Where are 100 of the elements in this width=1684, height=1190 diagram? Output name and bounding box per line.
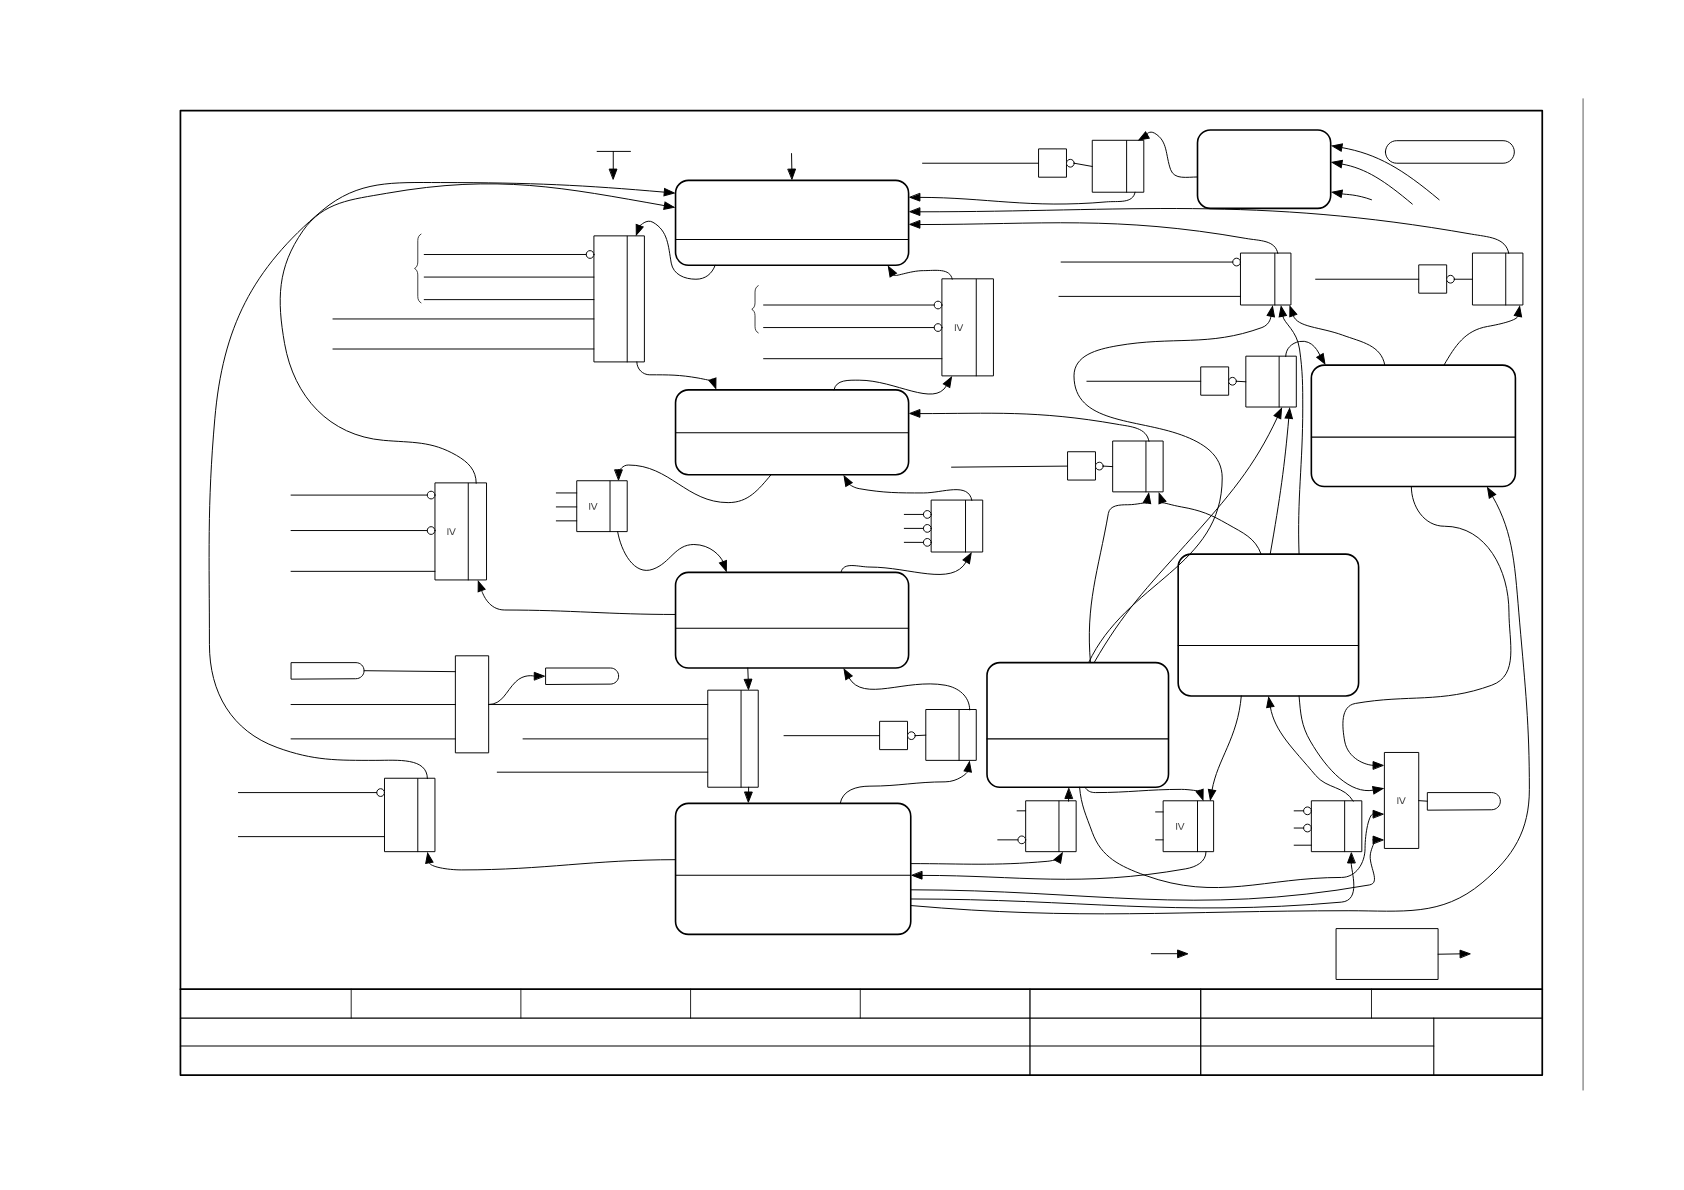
arrow <box>1285 340 1326 365</box>
arrow <box>843 668 971 711</box>
signal-line <box>1293 810 1305 812</box>
signal-line <box>1155 839 1164 841</box>
signal-line <box>1155 811 1164 813</box>
arrow <box>839 761 972 804</box>
arrow <box>1079 786 1384 889</box>
arrow <box>1084 786 1204 801</box>
state-box <box>674 571 910 669</box>
gate-box <box>1303 800 1363 853</box>
state-box <box>1310 364 1517 488</box>
signal-line <box>290 738 456 740</box>
signal-line <box>1453 278 1473 280</box>
signal-line <box>1102 465 1114 468</box>
signal-line <box>290 570 436 572</box>
arrow <box>1331 189 1372 201</box>
arrow <box>909 207 1510 254</box>
signal-line <box>555 520 578 522</box>
terminal-pill <box>1426 792 1501 811</box>
inverter-box <box>1038 148 1075 178</box>
arrow <box>1437 949 1471 959</box>
signal-line <box>1235 380 1247 383</box>
signal-line <box>332 318 595 320</box>
arrow <box>744 667 753 690</box>
logic-gate: ≥ <box>426 482 487 581</box>
arrow <box>1342 486 1512 770</box>
logic-gate: ≥ <box>933 278 994 377</box>
signal-line <box>763 327 935 329</box>
arrow <box>1093 407 1283 664</box>
state-box <box>674 389 910 476</box>
terminal-pill <box>545 667 620 685</box>
inverter-box <box>879 721 916 751</box>
terminal-pill <box>1384 140 1515 164</box>
arrow <box>425 852 677 871</box>
gate-box <box>585 235 645 363</box>
gate-box <box>922 500 984 553</box>
arrow <box>1278 305 1304 555</box>
terminal-pill <box>290 662 365 680</box>
arrow <box>887 266 953 280</box>
arrow <box>910 835 1384 901</box>
inverter-box <box>1418 264 1455 294</box>
signal-line <box>1058 295 1241 297</box>
state-box <box>1196 129 1332 210</box>
logic-gate: ≥ <box>1162 800 1215 853</box>
arrow <box>1443 305 1523 366</box>
arrow <box>1331 143 1440 201</box>
gate-box <box>925 709 977 761</box>
signal-line <box>1418 800 1428 802</box>
signal-line <box>951 465 1069 468</box>
signal-line <box>496 771 709 773</box>
signal-line <box>1293 827 1305 829</box>
gate-box <box>1471 252 1524 306</box>
arrow <box>840 552 972 575</box>
block-box <box>1335 928 1439 980</box>
signal-line <box>763 304 935 306</box>
arrow <box>1073 305 1275 664</box>
arrow <box>614 464 772 504</box>
signal-line <box>1060 261 1234 263</box>
arrow <box>1266 696 1354 802</box>
state-box <box>1177 553 1360 697</box>
signal-line <box>423 254 587 255</box>
gate-box <box>1017 800 1077 853</box>
arrow <box>635 220 716 280</box>
signal-line <box>1315 278 1420 280</box>
state-box <box>674 802 912 936</box>
signal-line <box>290 704 456 706</box>
signal-line <box>522 738 709 740</box>
signal-line <box>914 734 927 737</box>
arrow <box>208 182 675 780</box>
signal-line <box>903 541 924 543</box>
arrow <box>909 191 1136 205</box>
state-box <box>986 661 1170 789</box>
inverter-box <box>1067 451 1104 481</box>
arrow <box>1331 159 1413 205</box>
arrow <box>911 851 1207 880</box>
arrow <box>833 376 952 395</box>
signal-line <box>783 735 881 737</box>
arrow <box>1269 407 1293 555</box>
arrow <box>1207 695 1242 801</box>
arrow <box>1088 492 1152 664</box>
gate-box <box>1232 252 1292 306</box>
signal-line <box>488 704 709 706</box>
signal-line <box>332 348 595 350</box>
arrow <box>909 409 1150 442</box>
gate-box <box>1245 356 1297 408</box>
arrow <box>1064 788 1073 802</box>
signal-line <box>423 276 595 278</box>
arrow <box>1158 492 1262 555</box>
arrow <box>744 786 753 803</box>
signal-line <box>922 162 1040 164</box>
gate-box <box>707 690 759 788</box>
arrow <box>636 361 717 389</box>
signal-line <box>555 506 578 508</box>
arrow <box>909 220 1279 254</box>
logic-gate: ≥ <box>1383 752 1420 849</box>
signal-line <box>363 670 456 673</box>
signal-line <box>555 492 578 494</box>
arrow <box>910 487 1530 915</box>
signal-line <box>290 530 428 532</box>
arrow <box>617 531 727 572</box>
